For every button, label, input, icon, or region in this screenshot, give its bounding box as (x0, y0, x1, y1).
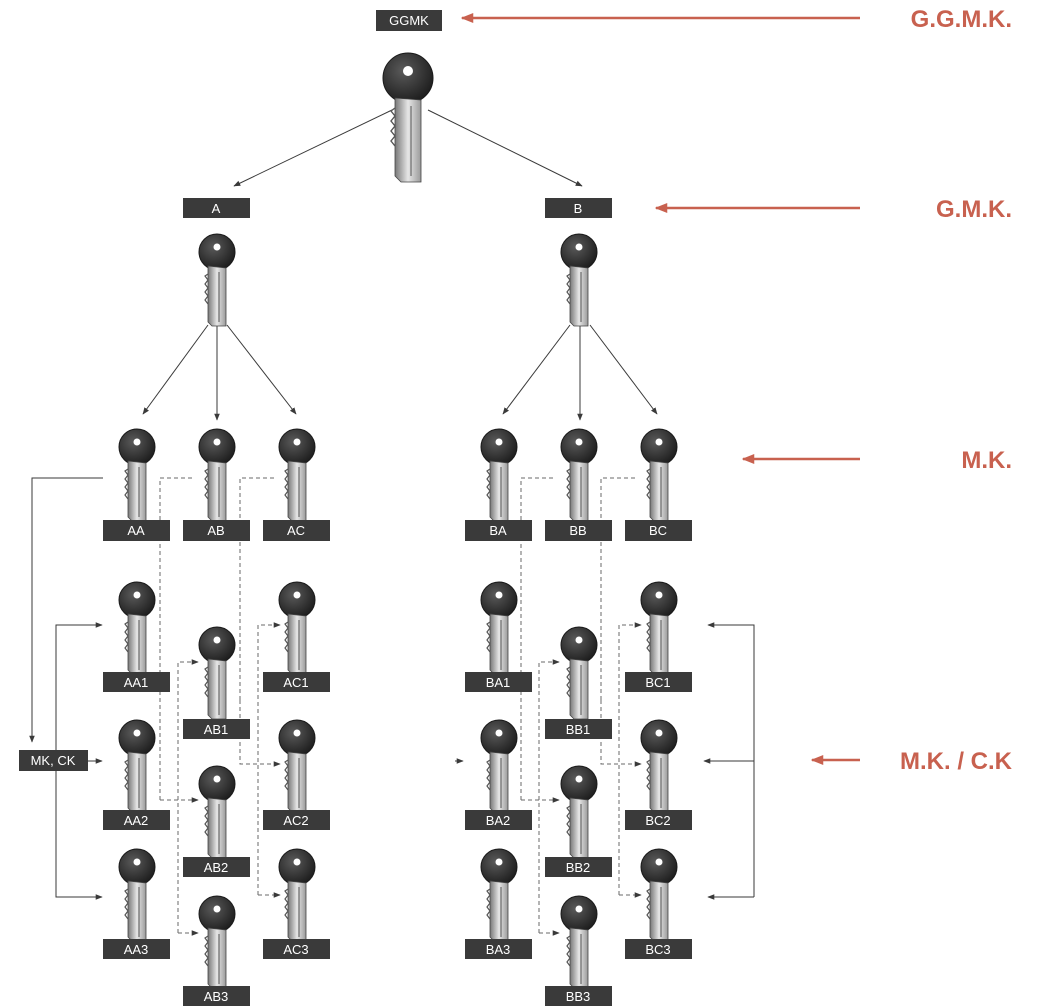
svg-text:GGMK: GGMK (389, 13, 429, 28)
key-icon-ba1 (480, 581, 518, 675)
svg-text:AA: AA (127, 523, 145, 538)
label-aa: AA (103, 520, 170, 541)
svg-text:BC2: BC2 (645, 813, 670, 828)
key-icon-ab3 (198, 895, 236, 989)
label-ba3: BA3 (465, 939, 532, 959)
key-icon-b (560, 233, 598, 327)
key-icon-bb2 (560, 765, 598, 859)
label-ac: AC (263, 520, 330, 541)
level-indicators: G.G.M.K. G.M.K. M.K. M.K. / C.K (460, 6, 1013, 775)
svg-text:A: A (212, 201, 221, 216)
key-icon-bc2 (640, 719, 678, 813)
key-icon-ggmk (382, 52, 434, 183)
svg-text:BB2: BB2 (566, 860, 591, 875)
connector-lines (29, 109, 755, 900)
svg-text:AB1: AB1 (204, 722, 229, 737)
key-icon-ac (278, 428, 316, 522)
label-ac1: AC1 (263, 672, 330, 692)
key-icon-ac3 (278, 848, 316, 942)
key-icon-bc1 (640, 581, 678, 675)
svg-text:BB1: BB1 (566, 722, 591, 737)
label-mk-ck: MK, CK (19, 750, 88, 771)
svg-text:BC3: BC3 (645, 942, 670, 957)
key-icon-ab1 (198, 626, 236, 720)
key-icon-bb1 (560, 626, 598, 720)
label-ba: BA (465, 520, 532, 541)
svg-text:BB3: BB3 (566, 989, 591, 1004)
svg-text:AB3: AB3 (204, 989, 229, 1004)
label-bc1: BC1 (625, 672, 692, 692)
label-ggmk: GGMK (376, 10, 442, 31)
label-b: B (545, 198, 612, 218)
key-icon-ba3 (480, 848, 518, 942)
svg-text:AA2: AA2 (124, 813, 149, 828)
label-bb2: BB2 (545, 857, 612, 877)
level-label-gmk: G.M.K. (936, 196, 1012, 223)
label-ab1: AB1 (183, 719, 250, 739)
key-icon-ab (198, 428, 236, 522)
level-label-mk-ck: M.K. / C.K (900, 748, 1013, 775)
label-bb: BB (545, 520, 612, 541)
key-icon-aa (118, 428, 156, 522)
label-a: A (183, 198, 250, 218)
svg-text:AC: AC (287, 523, 305, 538)
svg-text:AC2: AC2 (283, 813, 308, 828)
dashed-connectors (159, 477, 642, 936)
key-icon-ba (480, 428, 518, 522)
svg-text:AB2: AB2 (204, 860, 229, 875)
label-bc2: BC2 (625, 810, 692, 830)
key-icon-bb (560, 428, 598, 522)
svg-text:BB: BB (569, 523, 586, 538)
key-icon-bc (640, 428, 678, 522)
svg-text:BA: BA (489, 523, 507, 538)
svg-text:BC1: BC1 (645, 675, 670, 690)
svg-text:BA3: BA3 (486, 942, 511, 957)
key-icon-ac2 (278, 719, 316, 813)
label-ac3: AC3 (263, 939, 330, 959)
svg-text:AA1: AA1 (124, 675, 149, 690)
label-bb1: BB1 (545, 719, 612, 739)
key-icon-a (198, 233, 236, 327)
key-labels: GGMK A B AA AB AC BA BB BC AA1 AA2 AA3 A… (19, 10, 692, 1006)
label-bb3: BB3 (545, 986, 612, 1006)
label-bc3: BC3 (625, 939, 692, 959)
label-ab3: AB3 (183, 986, 250, 1006)
key-icon-bc3 (640, 848, 678, 942)
svg-text:BC: BC (649, 523, 667, 538)
label-aa1: AA1 (103, 672, 170, 692)
key-icon-ba2 (480, 719, 518, 813)
svg-text:BA2: BA2 (486, 813, 511, 828)
key-icon-aa3 (118, 848, 156, 942)
label-aa3: AA3 (103, 939, 170, 959)
label-ab2: AB2 (183, 857, 250, 877)
svg-text:BA1: BA1 (486, 675, 511, 690)
svg-text:AA3: AA3 (124, 942, 149, 957)
label-ba1: BA1 (465, 672, 532, 692)
key-icon-ab2 (198, 765, 236, 859)
key-icon-aa2 (118, 719, 156, 813)
svg-text:MK, CK: MK, CK (31, 753, 76, 768)
label-aa2: AA2 (103, 810, 170, 830)
level-label-mk: M.K. (961, 447, 1012, 474)
svg-text:AB: AB (207, 523, 224, 538)
label-ab: AB (183, 520, 250, 541)
key-icon-ac1 (278, 581, 316, 675)
label-bc: BC (625, 520, 692, 541)
svg-text:AC3: AC3 (283, 942, 308, 957)
label-ac2: AC2 (263, 810, 330, 830)
label-ba2: BA2 (465, 810, 532, 830)
key-icon-bb3 (560, 895, 598, 989)
svg-text:B: B (574, 201, 583, 216)
key-icon-aa1 (118, 581, 156, 675)
level-label-ggmk: G.G.M.K. (911, 6, 1012, 33)
svg-text:AC1: AC1 (283, 675, 308, 690)
